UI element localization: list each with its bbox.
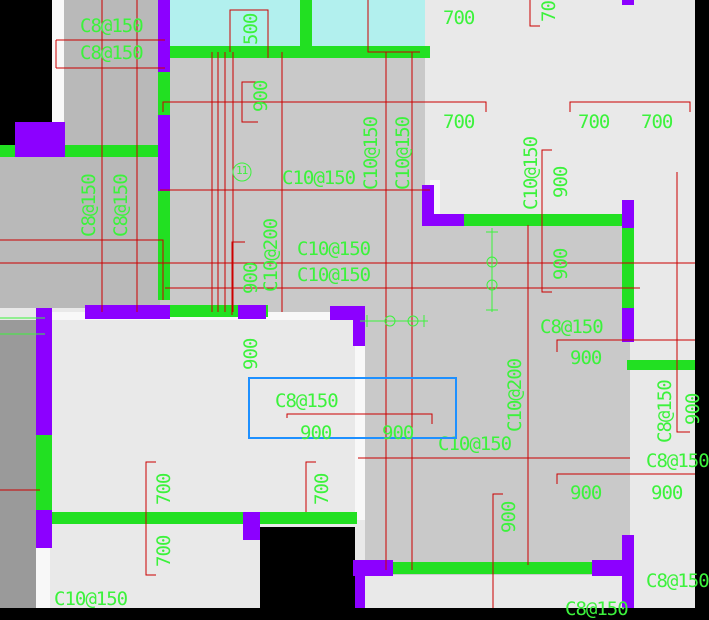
column — [158, 115, 170, 191]
wall-segment — [170, 46, 430, 58]
dim-label[interactable]: 700 — [311, 473, 333, 505]
column — [422, 214, 464, 226]
selection-box[interactable] — [248, 377, 457, 439]
column — [36, 510, 52, 548]
void-top-left — [0, 0, 52, 145]
dim-label[interactable]: 700 — [578, 111, 610, 133]
dim-label[interactable]: 700 — [153, 535, 175, 567]
rebar-label[interactable]: C8@150 — [80, 42, 144, 64]
gap-strip-3 — [430, 180, 440, 215]
rebar-label[interactable]: C10@150 — [520, 136, 542, 210]
wall-segment — [36, 435, 52, 510]
column — [622, 0, 634, 5]
dim-label[interactable]: 900 — [240, 262, 262, 294]
dim-label[interactable]: 700 — [538, 0, 560, 22]
rebar-label[interactable]: C10@150 — [360, 116, 382, 190]
gap-strip-1 — [52, 0, 64, 145]
wall-segment — [462, 214, 632, 226]
column — [622, 535, 634, 608]
rebar-lines — [0, 0, 695, 608]
dim-label[interactable]: 700 — [641, 111, 673, 133]
column — [85, 305, 170, 319]
column — [238, 305, 266, 319]
wall-segment — [392, 562, 592, 574]
dim-label[interactable]: 900 — [570, 347, 602, 369]
dim-label[interactable]: 500 — [240, 13, 262, 45]
rebar-label[interactable]: C8@150 — [540, 316, 604, 338]
slab-region-bottom-left — [50, 318, 355, 518]
slab-region-right-center — [365, 215, 630, 575]
dim-label[interactable]: 700 — [153, 473, 175, 505]
rebar-label[interactable]: C10@200 — [260, 218, 282, 292]
wall-segment — [300, 0, 312, 46]
dim-label[interactable]: 700 — [443, 7, 475, 29]
selected-rebar-label[interactable]: C8@150 — [275, 390, 339, 412]
dim-label[interactable]: 900 — [682, 393, 704, 425]
dim-label[interactable]: 900 — [570, 482, 602, 504]
dim-label[interactable]: 900 — [550, 248, 572, 280]
dim-label[interactable]: 900 — [240, 338, 262, 370]
column — [622, 308, 634, 342]
column — [622, 200, 634, 228]
void-bottom — [260, 527, 355, 608]
rebar-label[interactable]: C10@200 — [504, 358, 526, 432]
opening-fill — [170, 0, 425, 46]
rebar-label[interactable]: C8@150 — [654, 380, 676, 443]
slab-region-left-strip — [0, 320, 36, 608]
dim-label[interactable]: 900 — [550, 166, 572, 198]
selected-dim-left[interactable]: 900 — [300, 422, 332, 444]
slab-region-bottom-mid — [50, 525, 260, 608]
selected-dim-right[interactable]: 900 — [382, 422, 414, 444]
column — [353, 560, 393, 576]
dim-label[interactable]: 700 — [443, 111, 475, 133]
rebar-label[interactable]: C10@150 — [297, 238, 371, 260]
column — [36, 308, 52, 435]
rebar-label[interactable]: C8@150 — [110, 174, 132, 237]
rebar-label[interactable]: C8@150 — [646, 450, 709, 472]
wall-segment — [627, 360, 695, 370]
column — [353, 306, 365, 346]
rebar-label[interactable]: C8@150 — [78, 174, 100, 237]
dim-label[interactable]: 900 — [250, 80, 272, 112]
dim-label[interactable]: 900 — [651, 482, 683, 504]
axis-bubble-label: 11 — [236, 164, 248, 177]
slab-region-top-right — [430, 0, 695, 210]
column — [15, 122, 65, 157]
rebar-label[interactable]: C8@150 — [80, 15, 144, 37]
rebar-label[interactable]: C10@150 — [438, 433, 512, 455]
rebar-label[interactable]: C10@150 — [282, 167, 356, 189]
column — [355, 576, 365, 608]
dim-label[interactable]: C8@150 — [565, 598, 629, 620]
column — [243, 512, 260, 540]
rebar-label[interactable]: C10@150 — [392, 116, 414, 190]
wall-segment — [52, 512, 357, 524]
dim-label[interactable]: 900 — [498, 501, 520, 533]
rebar-label[interactable]: C10@150 — [54, 588, 128, 610]
column — [158, 0, 170, 72]
slab-region-far-right — [635, 215, 695, 608]
gap-strip-2 — [355, 320, 365, 520]
rebar-label[interactable]: C8@150 — [646, 570, 709, 592]
rebar-label[interactable]: C10@150 — [297, 264, 371, 286]
